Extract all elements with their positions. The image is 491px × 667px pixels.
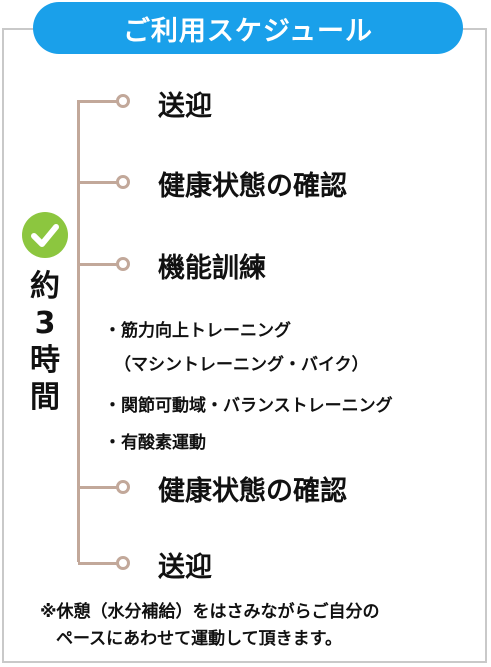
- step-label-health-check: 健康状態の確認: [158, 171, 347, 202]
- duration-char-1: 約: [30, 269, 60, 304]
- timeline-branch-4: [78, 486, 118, 489]
- duration-label: 約 3 時 間: [22, 268, 68, 416]
- training-detail-2: （マシントレーニング・バイク）: [114, 355, 369, 375]
- timeline-branch-2: [78, 181, 118, 184]
- circle-node-icon: [116, 480, 130, 494]
- page-title: ご利用スケジュール: [122, 15, 374, 47]
- timeline-branch-3: [78, 263, 118, 266]
- circle-node-icon: [116, 257, 130, 271]
- schedule-frame: [2, 28, 487, 663]
- step-label-pickup: 送迎: [158, 91, 212, 122]
- training-detail-4: ・有酸素運動: [104, 433, 206, 453]
- duration-char-4: 間: [30, 380, 60, 415]
- duration-char-2: 3: [34, 306, 56, 341]
- check-circle-icon: [22, 212, 68, 258]
- timeline-branch-5: [78, 562, 118, 565]
- title-banner: ご利用スケジュール: [33, 2, 463, 54]
- circle-node-icon: [116, 556, 130, 570]
- training-detail-3: ・関節可動域・バランストレーニング: [104, 396, 393, 416]
- duration-char-3: 時: [30, 343, 60, 378]
- step-label-pickup-2: 送迎: [158, 552, 212, 583]
- training-detail-1: ・筋力向上トレーニング: [104, 321, 291, 341]
- footnote-line-1: ※休憩（水分補給）をはさみながらご自分の: [40, 602, 380, 622]
- circle-node-icon: [116, 94, 130, 108]
- step-label-training: 機能訓練: [158, 253, 266, 284]
- circle-node-icon: [116, 175, 130, 189]
- step-label-health-check-2: 健康状態の確認: [158, 476, 347, 507]
- timeline-line: [77, 100, 80, 562]
- timeline-branch-1: [78, 100, 118, 103]
- footnote-line-2: ペースにあわせて運動して頂きます。: [56, 629, 342, 649]
